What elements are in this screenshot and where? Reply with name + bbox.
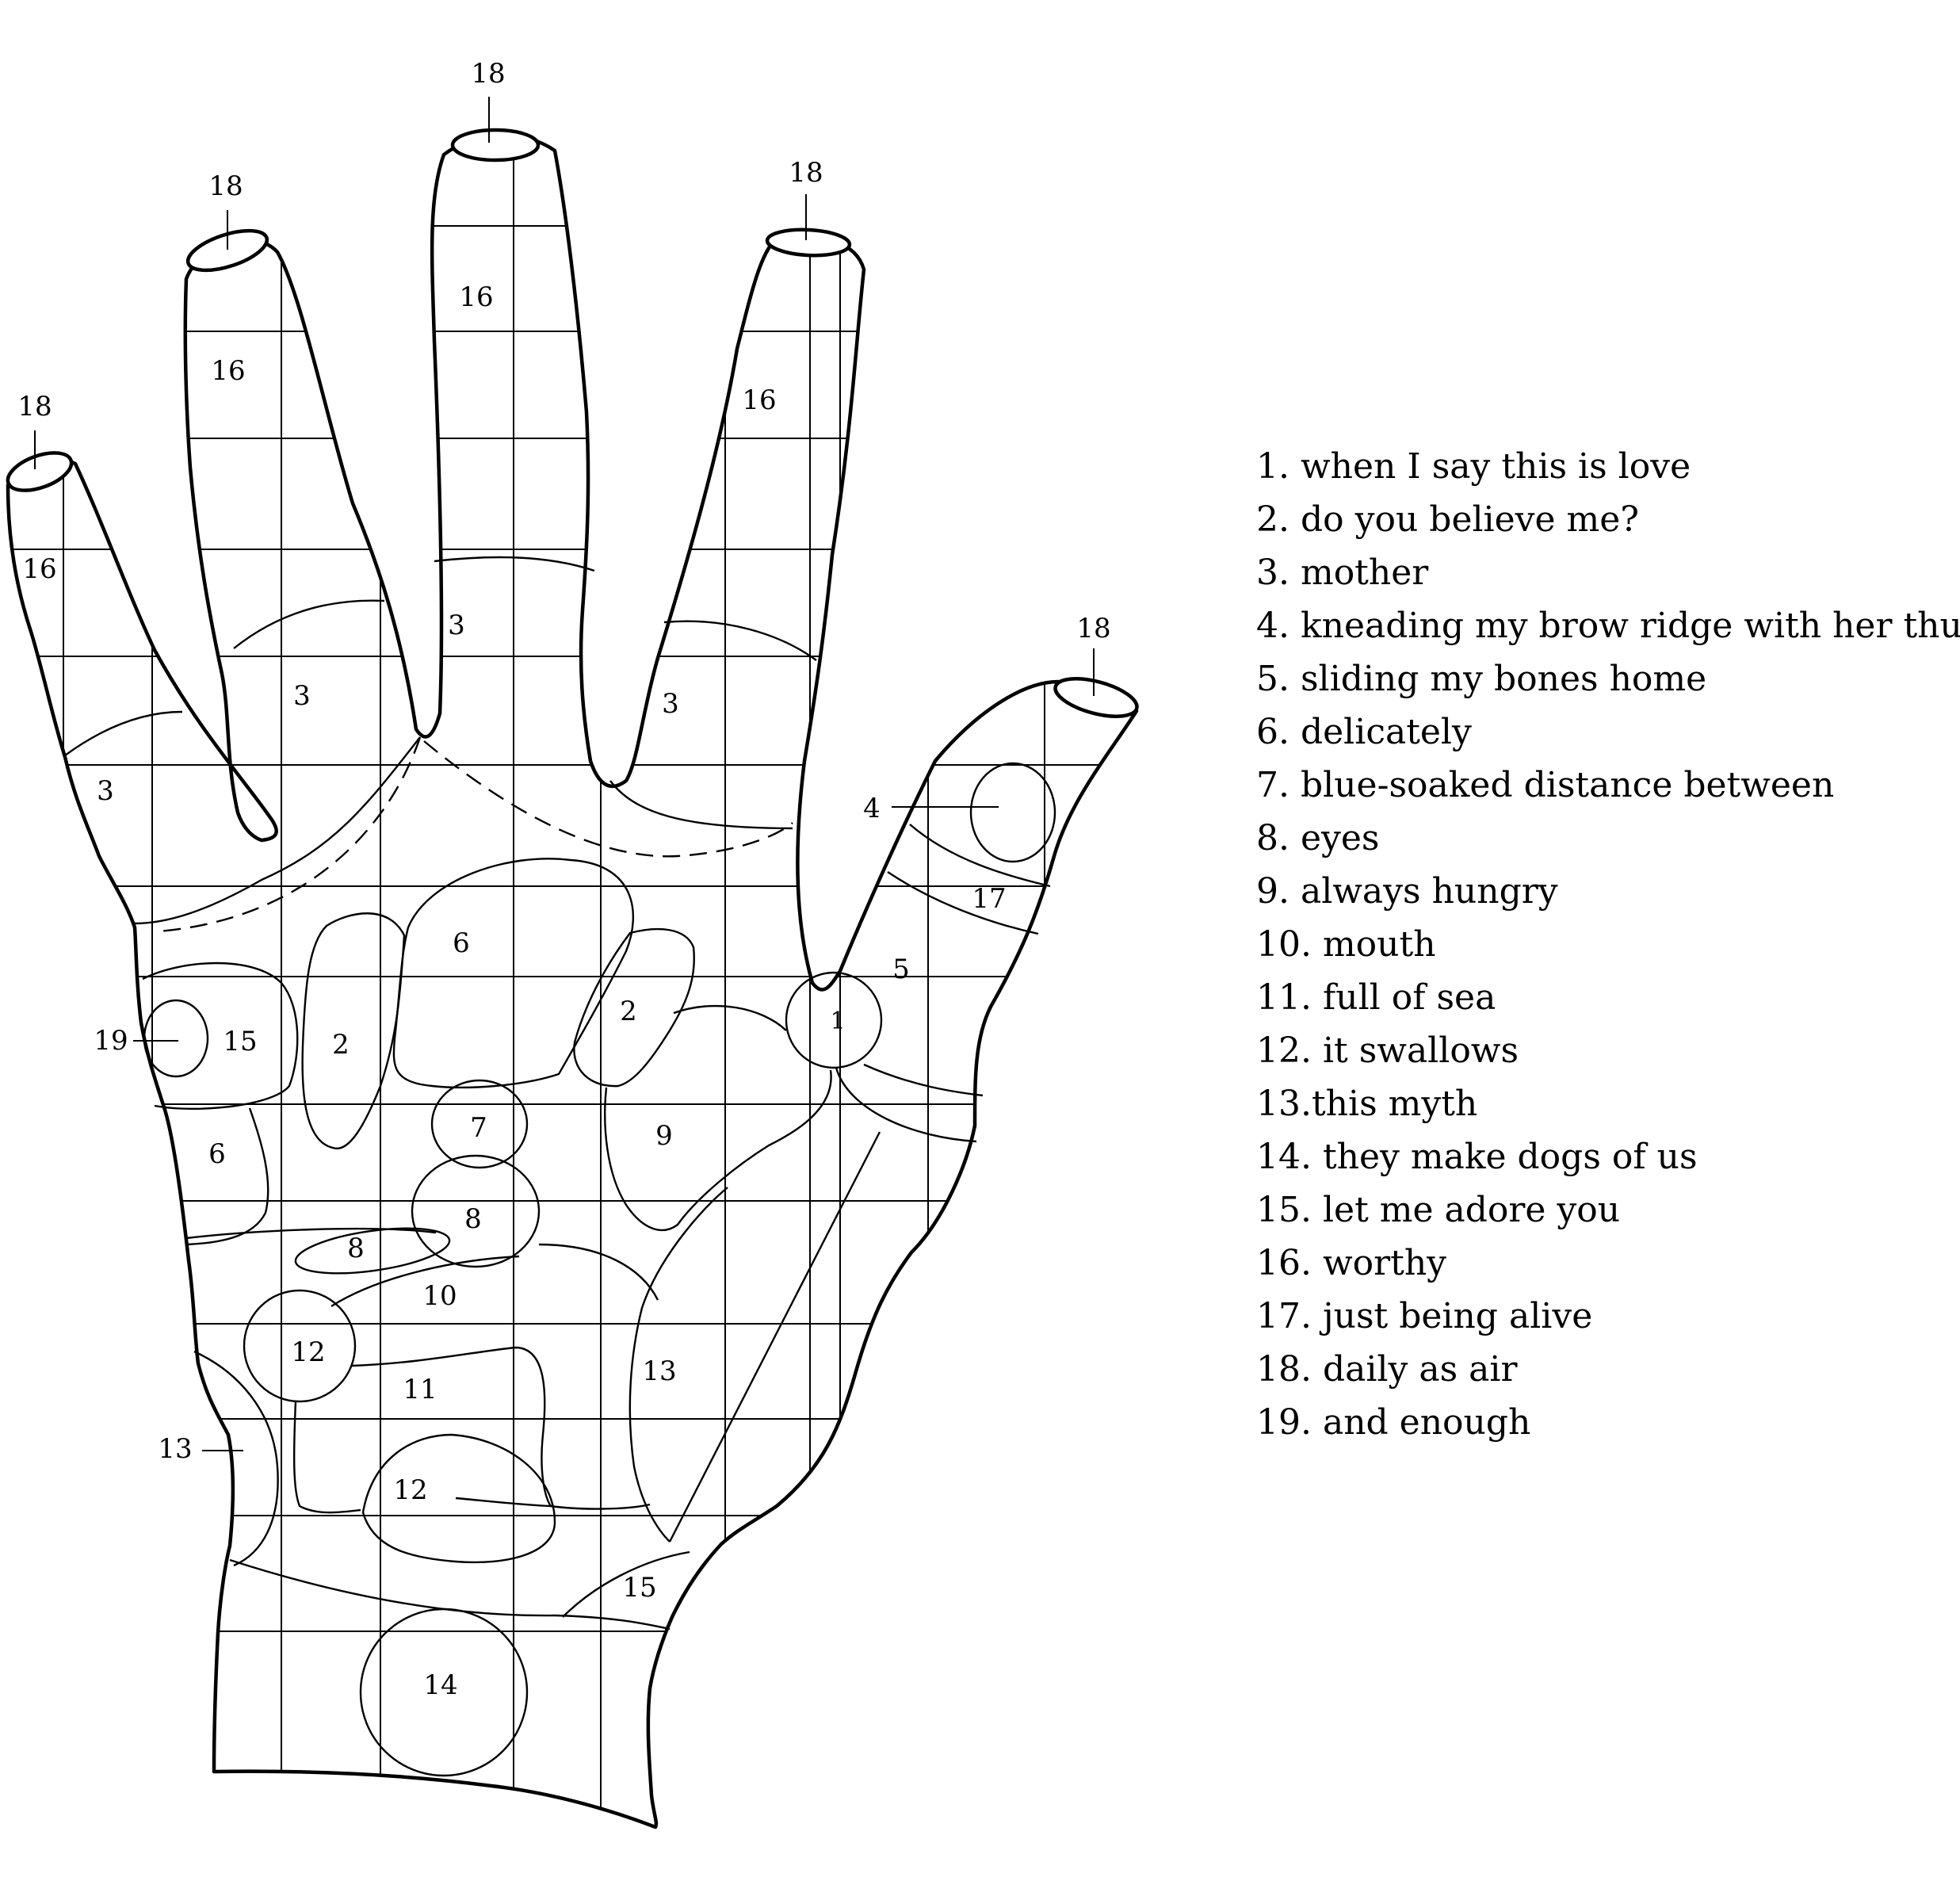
palm-lower-edge-blob (186, 1108, 268, 1244)
legend-item-13: 13.this myth (1256, 1077, 1954, 1130)
palm-right-lower-blob (605, 1070, 831, 1230)
legend-item-15: 15. let me adore you (1256, 1183, 1954, 1237)
legend-item-14: 14. they make dogs of us (1256, 1130, 1954, 1183)
small-lower-oval-label: 8 (464, 1203, 482, 1235)
mid-rect-label: 11 (403, 1374, 437, 1405)
heel-diagonal (670, 1132, 880, 1542)
small-upper-oval-label: 7 (470, 1112, 487, 1144)
mid-band-right (539, 1244, 658, 1300)
wrist-arc (230, 1560, 670, 1629)
legend-item-11: 11. full of sea (1256, 971, 1954, 1024)
fingertips (3, 130, 1141, 724)
palm-right-label: 2 (620, 996, 637, 1027)
pinky-region-label: 16 (22, 553, 56, 585)
fingertip-middle (453, 130, 538, 160)
palm-edge-blob (143, 963, 297, 1109)
palm-center-label: 6 (453, 927, 470, 959)
thumb-web-label: 5 (892, 954, 910, 985)
thumb-pad-oval (971, 763, 1055, 862)
legend-item-17: 17. just being alive (1256, 1290, 1954, 1343)
upper-circle-label: 12 (291, 1336, 325, 1368)
thin-oval-label: 8 (347, 1233, 365, 1264)
palm-right-connector (674, 1006, 786, 1030)
pinky-base-label: 3 (97, 775, 114, 807)
legend-item-1: 1. when I say this is love (1256, 440, 1954, 493)
legend-item-10: 10. mouth (1256, 918, 1954, 971)
heel-left-label: 13 (158, 1433, 192, 1465)
dashed-line-right (424, 741, 793, 856)
legend-item-19: 19. and enough (1256, 1396, 1954, 1449)
thumb-band-lower (888, 872, 1038, 934)
legend-item-18: 18. daily as air (1256, 1343, 1954, 1396)
index-base-label: 3 (662, 688, 679, 720)
mid-band-label: 10 (422, 1280, 457, 1312)
mid-band-left (186, 1229, 436, 1238)
legend-item-2: 2. do you believe me? (1256, 493, 1954, 546)
fingertip-index (766, 227, 850, 257)
web-right-curve (864, 1065, 983, 1095)
fingertip-pinky-label: 18 (17, 391, 52, 422)
wrist-circle-label: 14 (423, 1669, 457, 1701)
palm-right-lower-label: 9 (655, 1120, 673, 1152)
middle-base-label: 3 (448, 610, 465, 641)
legend-item-9: 9. always hungry (1256, 865, 1954, 918)
thumb-band-upper (910, 824, 1050, 886)
legend-item-5: 5. sliding my bones home (1256, 652, 1954, 705)
index-region-label: 16 (742, 384, 776, 416)
palm-left-label: 2 (332, 1029, 350, 1061)
legend-item-12: 12. it swallows (1256, 1024, 1954, 1077)
heel-left-arc (194, 1351, 278, 1566)
palm-lower-edge-label: 6 (208, 1138, 226, 1170)
wrist-arc-label: 15 (622, 1572, 656, 1604)
web-circle-label: 1 (830, 1007, 845, 1035)
index-base-arc (664, 621, 816, 660)
fingertip-index-label: 18 (789, 157, 823, 189)
fingertip-thumb-label: 18 (1076, 613, 1110, 644)
hand-outline (8, 136, 1137, 1827)
palm-edge-small-label: 19 (94, 1025, 128, 1057)
ring-base-arc (234, 601, 384, 648)
ring-base-label: 3 (293, 680, 311, 712)
middle-region-label: 16 (459, 281, 493, 313)
fingertip-ring-label: 18 (208, 170, 243, 202)
palm-left-blob (303, 913, 404, 1149)
leader-lines (35, 97, 1094, 1451)
legend-item-4: 4. kneading my brow ridge with her thumb… (1256, 599, 1954, 652)
lower-oval-label: 12 (393, 1474, 427, 1506)
legend-item-16: 16. worthy (1256, 1237, 1954, 1290)
fingertip-pinky (3, 445, 77, 498)
legend-item-8: 8. eyes (1256, 812, 1954, 865)
ring-region-label: 16 (211, 355, 245, 387)
palm-edge-label: 15 (223, 1026, 257, 1057)
fingertip-thumb (1052, 671, 1141, 724)
heel-right-label: 13 (642, 1355, 676, 1387)
pinky-base-arc (65, 712, 182, 755)
fingertip-middle-label: 18 (471, 58, 505, 90)
legend-item-3: 3. mother (1256, 546, 1954, 599)
palm-index-curve (610, 781, 793, 828)
palm-edge-small (144, 1000, 208, 1076)
thumb-pad-label: 4 (863, 793, 881, 824)
thumb-joint-label: 17 (972, 883, 1006, 915)
legend: 1. when I say this is love 2. do you bel… (1256, 440, 1954, 1449)
legend-item-6: 6. delicately (1256, 705, 1954, 759)
legend-item-7: 7. blue-soaked distance between (1256, 759, 1954, 812)
